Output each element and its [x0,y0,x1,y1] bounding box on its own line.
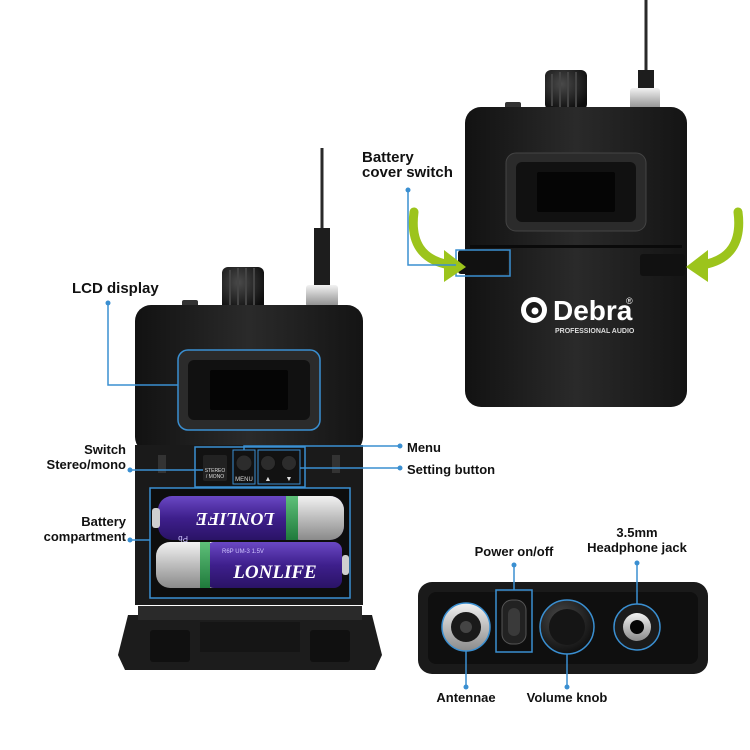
down-button[interactable] [281,455,297,471]
mono-label: / MONO [206,474,224,480]
brand-registered: ® [626,296,633,306]
setting-button-label: Setting button [407,462,496,477]
headphone-jack-label: 3.5mm Headphone jack [578,525,696,555]
switch-label: Switch Stereo/mono [30,442,126,472]
power-label: Power on/off [474,544,554,559]
power-switch[interactable] [508,608,520,636]
receiver-open-view: STEREO / MONO MENU ▲ ▼ LONLIFE Pb [105,148,403,670]
battery-cover-switch-label-line1: Battery [362,149,414,166]
battery-brand-top: LONLIFE [195,509,275,529]
stereo-mono-switch[interactable] [203,455,227,481]
lcd-screen [537,172,615,212]
receiver-front-view: Debra ® PROFESSIONAL AUDIO [405,0,744,407]
battery-cover-switch-label-line2: cover switch [362,164,453,181]
battery-pb: Pb [178,534,188,543]
brand-tagline: PROFESSIONAL AUDIO [555,328,635,335]
switch-label-line1: Switch [84,442,126,457]
battery-spec: R6P UM-3 1.5V [222,549,264,555]
switch-label-line2: Stereo/mono [46,457,126,472]
antenna-connector [630,88,660,110]
antennae-label: Antennae [436,690,496,705]
top-knob [222,267,264,311]
up-icon: ▲ [265,476,272,483]
battery-cover-switch-label: Battery cover switch [362,150,453,180]
right-arrow-icon [697,207,744,270]
battery-bottom: LONLIFE R6P UM-3 1.5V [156,542,349,588]
antenna-connector [306,285,338,307]
battery-top: LONLIFE Pb [152,496,344,543]
receiver-top-panel-view [418,560,708,690]
up-button[interactable] [260,455,276,471]
menu-label: Menu [407,440,441,455]
menu-button[interactable] [235,454,253,472]
down-icon: ▼ [286,476,293,483]
brand-name: Debra [553,295,633,326]
headphone-jack-label-line2: Headphone jack [587,540,687,555]
lcd-display-label: LCD display [72,280,159,297]
battery-compartment-label-line1: Battery [81,514,126,529]
volume-knob-label: Volume knob [526,690,608,705]
menu-button-label: MENU [235,477,253,483]
battery-compartment-label: Battery compartment [20,514,126,544]
lcd-screen [210,370,288,410]
headphone-jack-label-line1: 3.5mm [616,525,658,540]
stereo-label: STEREO [205,468,226,474]
left-arrow-icon [408,207,455,270]
battery-compartment-label-line2: compartment [43,529,126,544]
battery-brand-bottom: LONLIFE [232,562,316,583]
